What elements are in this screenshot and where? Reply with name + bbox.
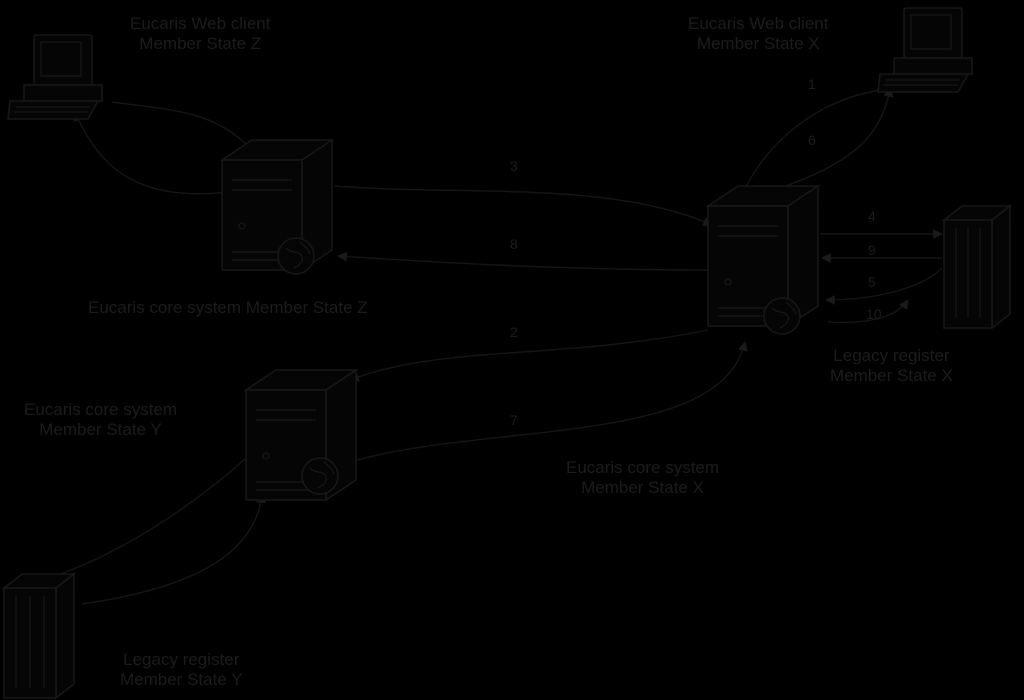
- connector-step-2: [349, 329, 709, 382]
- step-1: 1: [808, 76, 816, 92]
- step-2: 2: [510, 324, 518, 340]
- label-web-client-z: Eucaris Web client Member State Z: [130, 14, 271, 53]
- connectors: [41, 87, 943, 605]
- label-core-system-z: Eucaris core system Member State Z: [88, 298, 368, 317]
- globe-icon: [763, 297, 801, 335]
- step-4: 4: [868, 208, 876, 224]
- connector-core-z-to-webclient-z: [73, 111, 229, 195]
- connector-step-10: [827, 299, 909, 324]
- connector-step-3: [334, 185, 713, 226]
- label-core-system-x: Eucaris core system Member State X: [566, 458, 720, 497]
- step-9: 9: [868, 242, 876, 258]
- connector-step-8: [337, 251, 709, 271]
- server-rack-icon: [941, 204, 1013, 330]
- connector-legacy-y-to-core-y: [81, 493, 266, 605]
- tower-server-icon: [243, 368, 359, 502]
- step-10: 10: [866, 306, 882, 322]
- tower-server-icon: [705, 184, 821, 328]
- connector-webclient-z-to-core-z: [111, 101, 253, 151]
- step-8: 8: [510, 236, 518, 252]
- connector-step-6: [769, 87, 894, 193]
- desktop-computer-icon: [877, 7, 973, 93]
- label-legacy-register-y: Legacy register Member State Y: [120, 650, 243, 689]
- step-5: 5: [868, 274, 876, 290]
- globe-icon: [301, 457, 339, 495]
- connector-step-5: [825, 267, 943, 305]
- desktop-computer-icon: [7, 34, 103, 120]
- step-6: 6: [808, 132, 816, 148]
- server-rack-icon: [1, 572, 77, 700]
- step-3: 3: [510, 158, 518, 174]
- connector-core-y-to-legacy-y: [41, 449, 256, 583]
- label-web-client-x: Eucaris Web client Member State X: [688, 14, 829, 53]
- label-core-system-y: Eucaris core system Member State Y: [24, 400, 178, 439]
- connector-step-7: [339, 341, 748, 466]
- globe-icon: [277, 237, 315, 275]
- tower-server-icon: [219, 138, 335, 272]
- step-7: 7: [510, 412, 518, 428]
- label-legacy-register-x: Legacy register Member State X: [830, 346, 953, 385]
